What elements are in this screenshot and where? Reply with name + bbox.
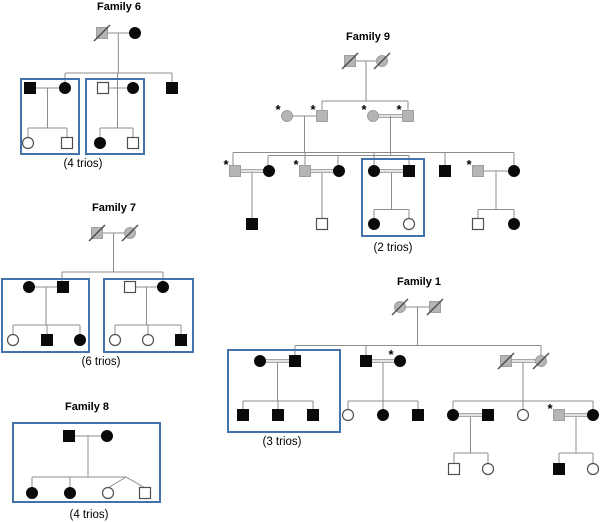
asterisk-marker: * <box>361 102 367 117</box>
trio-box <box>103 278 194 353</box>
person-square-unaffected <box>60 136 74 150</box>
asterisk-marker: * <box>275 102 281 117</box>
deceased-slash-icon <box>121 224 139 242</box>
person-circle-affected <box>254 355 266 367</box>
family-1-group: ** <box>227 298 600 476</box>
person-square-unaffected <box>471 217 485 231</box>
family-8-group <box>12 422 161 503</box>
person-square-unaffected <box>123 280 137 294</box>
trio-box <box>85 78 145 155</box>
person-circle-affected <box>23 281 35 293</box>
trio-box <box>227 349 341 433</box>
person-circle-unaffected <box>586 462 600 476</box>
person-square-carrier <box>402 110 414 122</box>
person-circle-affected <box>26 487 38 499</box>
person-square-affected <box>307 409 319 421</box>
person-square-affected <box>272 409 284 421</box>
person-circle-affected <box>74 334 86 346</box>
person-square-affected <box>403 165 415 177</box>
person-square-carrier <box>299 165 311 177</box>
person-circle-unaffected <box>108 333 122 347</box>
person-circle-affected <box>394 355 406 367</box>
person-square-affected <box>246 218 258 230</box>
person-square-affected <box>175 334 187 346</box>
person-circle-unaffected <box>341 408 355 422</box>
person-circle-affected <box>587 409 599 421</box>
person-circle-affected <box>377 409 389 421</box>
asterisk-marker: * <box>547 401 553 416</box>
family-6-group <box>20 24 178 155</box>
person-circle-affected <box>333 165 345 177</box>
family-9-group: * * * * * * * <box>223 52 520 237</box>
person-circle-affected <box>368 165 380 177</box>
person-circle-unaffected <box>6 333 20 347</box>
trio-box <box>12 422 161 503</box>
person-circle-affected <box>129 27 141 39</box>
person-square-affected <box>553 463 565 475</box>
person-circle-affected <box>508 165 520 177</box>
person-circle-carrier <box>281 110 293 122</box>
person-square-affected <box>412 409 424 421</box>
deceased-slash-icon <box>497 352 515 370</box>
trio-box <box>1 278 90 353</box>
deceased-slash-icon <box>532 352 550 370</box>
deceased-slash-icon <box>391 298 409 316</box>
person-circle-affected <box>101 430 113 442</box>
person-circle-carrier <box>367 110 379 122</box>
person-circle-affected <box>263 165 275 177</box>
deceased-slash-icon <box>426 298 444 316</box>
deceased-slash-icon <box>88 224 106 242</box>
person-circle-affected <box>157 281 169 293</box>
person-circle-unaffected <box>402 217 416 231</box>
deceased-slash-icon <box>93 24 111 42</box>
person-square-unaffected <box>126 136 140 150</box>
person-square-carrier <box>553 409 565 421</box>
person-square-carrier <box>229 165 241 177</box>
person-square-unaffected <box>315 217 329 231</box>
person-square-unaffected <box>96 81 110 95</box>
asterisk-marker: * <box>293 157 299 172</box>
person-square-unaffected <box>447 462 461 476</box>
person-square-affected <box>237 409 249 421</box>
person-square-affected <box>24 82 36 94</box>
person-circle-unaffected <box>21 136 35 150</box>
person-square-affected <box>41 334 53 346</box>
person-circle-affected <box>127 82 139 94</box>
person-circle-affected <box>368 218 380 230</box>
person-square-affected <box>482 409 494 421</box>
asterisk-marker: * <box>388 347 394 362</box>
person-square-carrier <box>316 110 328 122</box>
person-circle-affected <box>508 218 520 230</box>
person-circle-affected <box>64 487 76 499</box>
pedigree-line <box>107 476 127 489</box>
trio-box <box>20 78 80 155</box>
person-square-affected <box>57 281 69 293</box>
person-circle-unaffected <box>141 333 155 347</box>
person-square-affected <box>166 82 178 94</box>
person-square-affected <box>439 165 451 177</box>
deceased-slash-icon <box>341 52 359 70</box>
person-circle-affected <box>447 409 459 421</box>
person-circle-unaffected <box>481 462 495 476</box>
deceased-slash-icon <box>373 52 391 70</box>
asterisk-marker: * <box>396 102 402 117</box>
asterisk-marker: * <box>466 157 472 172</box>
person-square-affected <box>63 430 75 442</box>
person-square-affected <box>360 355 372 367</box>
person-circle-unaffected <box>516 408 530 422</box>
person-square-affected <box>289 355 301 367</box>
person-circle-affected <box>59 82 71 94</box>
person-circle-affected <box>94 137 106 149</box>
person-square-unaffected <box>138 486 152 500</box>
person-circle-unaffected <box>101 486 115 500</box>
trio-box <box>361 158 425 237</box>
pedigree-line <box>125 476 146 489</box>
asterisk-marker: * <box>223 157 229 172</box>
family-7-group <box>1 224 194 353</box>
asterisk-marker: * <box>310 102 316 117</box>
person-square-carrier <box>472 165 484 177</box>
